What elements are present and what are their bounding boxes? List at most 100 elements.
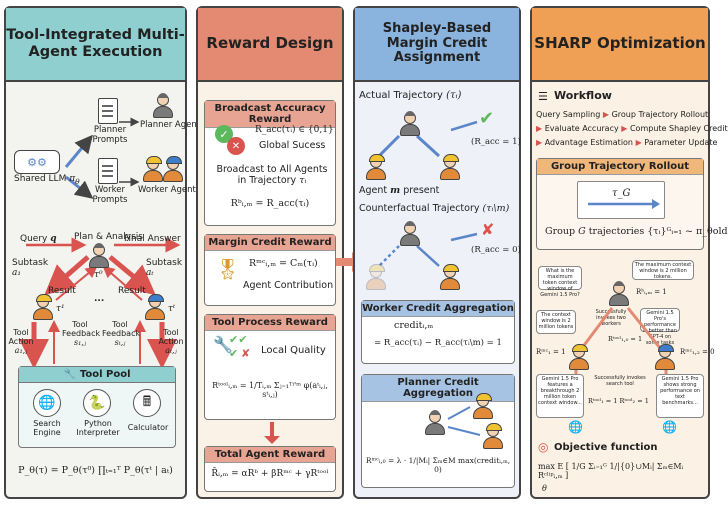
rollout-card-arrow (588, 199, 660, 209)
tool-pool-title: Tool Pool (79, 369, 131, 380)
cross-icon: ✕ (227, 137, 245, 155)
tool-process-reward-box: Tool Process Reward 🔧 ✔✔ ✔ ✘ Local Quali… (204, 314, 336, 420)
wrench-icon: 🔧 (213, 335, 233, 354)
reward-design-title: Reward Design (198, 8, 342, 82)
r-mc2: Rᵐᶜ₁,₂ = 0 (680, 348, 715, 356)
tau1-label: τ¹ (56, 304, 65, 314)
worker-agent-icon (162, 156, 184, 182)
actual-trajectory-label: Actual Trajectory (τᵢ) (359, 90, 462, 101)
execution-panel: Tool-Integrated Multi-Agent Execution ⚙⚙… (4, 6, 200, 499)
example-bubble: Gemini 1.5 Pro shows strong performance … (656, 374, 704, 418)
example-bubble: The maximum context window is 2 million … (632, 260, 694, 280)
objective-sub: θ (542, 484, 547, 493)
execution-arrows (19, 117, 181, 369)
rollout-title: Group Trajectory Rollout (537, 159, 703, 175)
check-icon: ✔ (229, 347, 239, 360)
execution-panel-title: Tool-Integrated Multi-Agent Execution (6, 8, 185, 82)
objective-title: Objective function (554, 442, 658, 453)
tau-g-label: τ_G (612, 188, 631, 199)
calculator-icon: 🖩 (133, 389, 161, 417)
rollout-card: τ_G (577, 181, 665, 219)
total-formula: R̄ᵢ,ₘ = αRᵇ + βRᵐᶜ + γRᵗᵒᵒˡ (211, 469, 329, 479)
wrench-icon: 🔧 (63, 369, 76, 380)
workflow-row-1: Query Sampling ▶ Group Trajectory Rollou… (536, 110, 709, 119)
tool-pool-box: 🔧Tool Pool 🌐 🐍 🖩 Search Engine Python In… (18, 366, 176, 448)
planner-prompt-doc-icon (98, 98, 118, 124)
rb-formula: Rᵇᵢ,ₘ = R_acc(τᵢ) (230, 198, 310, 209)
example-bubble: What is the maximum token context window… (538, 266, 582, 298)
workflow-row-3: ▶ Advantage Estimation ▶ Parameter Updat… (536, 138, 718, 147)
example-bubble: Successfully invokes two workers (595, 309, 627, 327)
total-reward-box: Total Agent Reward R̄ᵢ,ₘ = αRᵇ + βRᵐᶜ + … (204, 446, 336, 492)
planner-agent-icon (399, 221, 421, 246)
worker-agent-m-icon (365, 154, 387, 180)
racc-one-label: (R_acc = 1) (471, 137, 521, 147)
example-bubble: Gemini 1.5 Pro features a breakthrough 2… (536, 374, 584, 418)
broadcast-reward-title: Broadcast Accuracy Reward (205, 101, 335, 128)
worker-agent-icon (439, 154, 461, 180)
counterfactual-label: Counterfactual Trajectory (τᵢ\m) (359, 203, 510, 214)
broadcast-text: Broadcast to All Agents in Trajectory τᵢ (216, 164, 328, 186)
tau0-label: τ⁰ (94, 270, 103, 280)
medal-icon: 🎖 (215, 257, 241, 281)
shared-llm-label: Shared LLM πθ (14, 174, 80, 186)
target-icon: ◎ (538, 440, 549, 454)
python-icon: 🐍 (83, 389, 111, 417)
result-right-label: Result (118, 286, 146, 296)
planner-agent-icon (152, 93, 174, 118)
worker-credit-title: Worker Credit Aggregation (362, 301, 514, 317)
tool-pool-header: 🔧Tool Pool (19, 367, 175, 383)
example-bubble: Successfully invokes search tool (594, 375, 646, 387)
rmc-formula: Rᵐᶜᵢ,ₘ = Cₘ(τᵢ) (249, 258, 318, 269)
credit-label: creditᵢ,ₘ (394, 320, 434, 331)
margin-reward-title: Margin Credit Reward (205, 235, 335, 251)
worker-agents-label: Worker Agents (138, 185, 201, 195)
objective-formula: max E [ 1/G Σᵢ₌₁ᴳ 1/|{0}∪Mᵢ| Σₘ∈Mᵢ Rᶜˡⁱᵖ… (538, 462, 684, 481)
local-quality-label: Local Quality (261, 345, 326, 356)
check-icon: ✔✔ (229, 333, 248, 346)
search-engine-icon: 🌐 (33, 389, 61, 417)
tool-label: Calculator (127, 423, 169, 432)
check-icon: ✔ (479, 108, 495, 129)
worker-agent-icon (568, 344, 590, 370)
query-label: Query q (20, 234, 57, 244)
worker-credit-box: Worker Credit Aggregation creditᵢ,ₘ = R_… (361, 300, 515, 364)
removed-worker-icon (365, 264, 387, 290)
search-engine-icon: 🌐 (662, 420, 677, 434)
group-text: Group G trajectories {τᵢ}ᴳᵢ₌₁ ~ π_θold (545, 226, 728, 237)
r-tool0: Rᵗᵒᵒˡ₁,₀ = 1 (608, 335, 643, 343)
total-reward-title: Total Agent Reward (205, 447, 335, 463)
plan-analysis-label: Plan & Analysis (74, 232, 143, 242)
shapley-panel-title: Shapley-Based Margin Credit Assignment (355, 8, 519, 82)
agent-contribution-label: Agent Contribution (243, 280, 334, 291)
worker-prompts-label: Worker Prompts (92, 185, 128, 205)
planner-agent-icon (88, 243, 110, 268)
shared-llm-icon: ⚙⚙ (14, 150, 60, 174)
rollout-box: Group Trajectory Rollout τ_G Group G tra… (536, 158, 728, 250)
r-tool12: Rᵗᵒᵒˡ₁ = 1 Rᵗᵒᵒˡ₂ = 1 (588, 397, 649, 405)
worker-prompt-doc-icon (98, 158, 118, 184)
taut-label: τᵗ (168, 304, 176, 314)
r-acc-eq: Rᵇᵢ,ₘ = 1 (636, 288, 667, 296)
planner-agent-icon (608, 281, 630, 306)
credit-formula: = R_acc(τᵢ) − R_acc(τᵢ\m) = 1 (374, 338, 502, 348)
final-answer-label: Final Answer (124, 234, 181, 244)
sharp-panel: SHARP Optimization ☰ Workflow Query Samp… (530, 6, 728, 499)
worker-agent-icon (472, 393, 494, 419)
racc-formula: R_acc(τᵢ) ∈ {0,1} (255, 125, 334, 135)
tool-label: Python Interpreter (76, 419, 120, 438)
down-arrow (264, 422, 280, 444)
example-bubble: Gemini 1.5 Pro's performance is better t… (640, 308, 680, 346)
workflow-icon: ☰ (538, 90, 548, 103)
result-left-label: Result (48, 286, 76, 296)
global-success-label: Global Sucess (259, 140, 326, 151)
rtool-formula: Rᵗᵒᵒˡᵢ,ₘ = 1/Tᵢ,ₘ Σⱼ₌₁ᵀⁱ'ᵐ φ(aᵗᵢ,ⱼ, sᵗᵢ,… (212, 381, 328, 400)
worker-agent-icon (439, 264, 461, 290)
search-engine-icon: 🌐 (568, 420, 583, 434)
